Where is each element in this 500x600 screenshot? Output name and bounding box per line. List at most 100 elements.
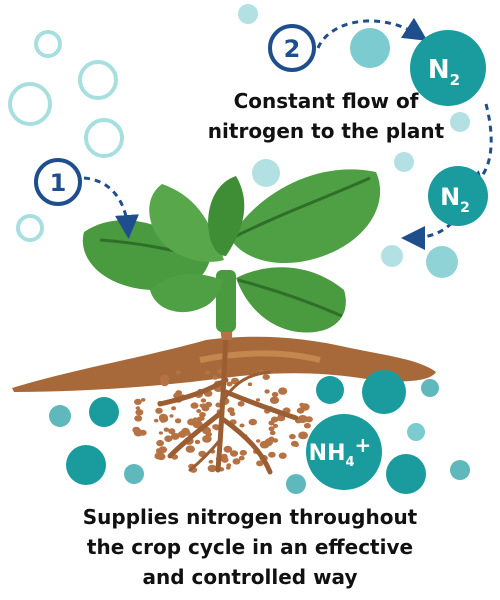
soil-granule (264, 389, 270, 394)
soil-granule (256, 439, 261, 443)
svg-text:NH4+: NH4+ (309, 433, 372, 470)
soil-granule (156, 453, 166, 461)
soil-granule (160, 379, 169, 387)
soil-granule (201, 405, 210, 412)
soil-granule (160, 419, 165, 423)
n2-molecule-right: N2 (428, 166, 488, 226)
soil-granule (305, 416, 313, 423)
soil-granule (208, 459, 214, 464)
n2-top-symbol: N (428, 55, 450, 85)
caption-bottom: Supplies nitrogen throughout the crop cy… (10, 502, 490, 592)
flow-arrow-1 (83, 176, 139, 239)
soil-granule (200, 398, 207, 403)
soil-granule (194, 439, 201, 445)
soil-granule (229, 450, 239, 457)
n2-right-subscript: 2 (460, 200, 470, 216)
flow-arrow-3 (459, 103, 493, 194)
soil-granule (163, 427, 170, 432)
soil-granule (268, 451, 276, 458)
soil-granule (297, 415, 308, 423)
soil-granule (204, 370, 211, 375)
soil-granule (225, 465, 231, 470)
caption-top: Constant flow of nitrogen to the plant (176, 86, 476, 146)
soil-granule (135, 406, 141, 410)
soil-granule (232, 458, 241, 465)
soil-granule (193, 420, 203, 428)
soil-granule (272, 423, 279, 428)
soil-granule (278, 387, 288, 395)
soil-granule (156, 448, 165, 455)
soil-granule (270, 416, 279, 423)
soil-granule (255, 398, 261, 402)
step-2-badge: 2 (268, 24, 316, 72)
soil-granule (269, 396, 280, 404)
soil-granule (174, 418, 182, 424)
soil-granule (175, 370, 181, 375)
soil-granule (262, 374, 270, 380)
soil-granule (155, 407, 163, 414)
soil-granule (303, 422, 311, 429)
step-2-number: 2 (284, 35, 301, 63)
soil-granule (289, 433, 296, 440)
n2-top-subscript: 2 (450, 71, 460, 89)
caption-bottom-line-2: the crop cycle in an effective (86, 535, 414, 559)
soil-granule (181, 427, 190, 435)
soil-granule (134, 398, 142, 405)
plant-leaves (82, 169, 381, 333)
soil-granule (247, 382, 253, 387)
soil-granule (196, 416, 203, 422)
soil-granule (205, 431, 212, 437)
soil-granule (225, 447, 232, 453)
soil-granule (158, 413, 168, 422)
soil-granule (193, 417, 198, 421)
nh4-charge: + (355, 433, 372, 457)
soil-granule (298, 431, 308, 440)
soil-granule (212, 375, 218, 380)
soil-granule (229, 411, 236, 417)
soil-granules (132, 368, 313, 473)
soil-granule (276, 414, 286, 422)
n2-molecule-top: N2 (410, 30, 486, 106)
n2-right-symbol: N (440, 183, 460, 211)
soil-granule (278, 452, 287, 459)
soil-granule (158, 431, 163, 435)
nh4-subscript: 4 (346, 455, 355, 470)
soil-granule (153, 418, 159, 423)
soil-granule (170, 432, 180, 440)
caption-top-line-1: Constant flow of (233, 89, 419, 113)
soil-granule (238, 455, 245, 461)
caption-bottom-line-1: Supplies nitrogen throughout (82, 505, 418, 529)
soil-granule (175, 390, 183, 396)
soil-granule (221, 456, 229, 463)
soil-granule (169, 414, 174, 418)
soil-granule (293, 442, 299, 447)
soil-granule (185, 445, 195, 453)
step-1-number: 1 (50, 169, 67, 197)
soil-granule (269, 430, 276, 436)
soil-granule (239, 449, 247, 456)
soil-granule (299, 402, 305, 407)
soil-granule (226, 381, 233, 387)
soil-granule (135, 409, 144, 416)
flow-arrow-2 (316, 17, 428, 49)
soil-granule (296, 407, 305, 414)
soil-granule (248, 418, 257, 426)
plant-roots (157, 329, 299, 475)
caption-top-line-2: nitrogen to the plant (207, 119, 445, 143)
soil-granule (207, 464, 217, 473)
light-bubbles (238, 4, 470, 278)
soil-granule (239, 423, 245, 428)
decorative-rings (8, 30, 124, 242)
nh4-molecule: NH4+ (306, 414, 382, 490)
soil-granule (190, 402, 199, 409)
soil-granule (256, 460, 264, 467)
soil-granule (132, 426, 141, 434)
nh4-symbol: NH (309, 441, 346, 466)
soil-granule (168, 428, 176, 435)
soil-granule (134, 415, 143, 422)
soil-granule (164, 435, 173, 443)
soil-granule (140, 398, 146, 402)
soil-granule (212, 424, 220, 430)
dark-bubbles (49, 370, 470, 494)
